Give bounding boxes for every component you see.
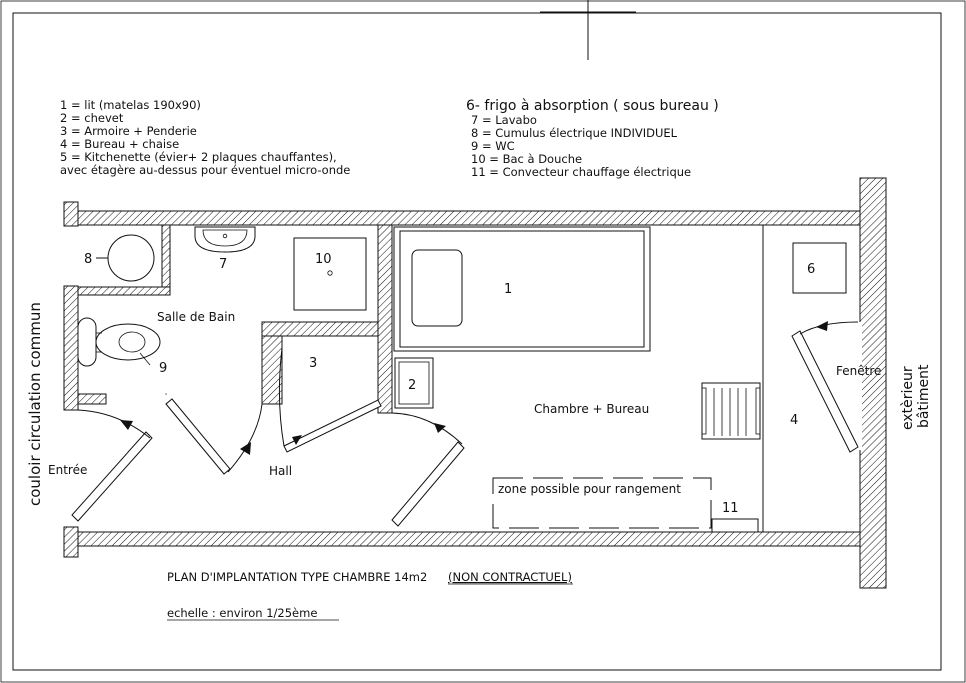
marker-11: 11: [722, 501, 739, 516]
shower-drain: [327, 270, 333, 276]
room-label-hall: Hall: [269, 464, 292, 478]
legend-left: 1 = lit (matelas 190x90) 2 = chevet 3 = …: [60, 98, 350, 177]
wardrobe-door-arrow: [292, 435, 302, 445]
entrance-door-arrow: [120, 420, 133, 430]
wall-bath-cumulus: [161, 224, 171, 288]
washbasin-drain: [222, 233, 228, 239]
corridor-label: couloir circulation commun: [26, 302, 44, 506]
room-label-bedroom: Chambre + Bureau: [534, 402, 649, 416]
wall-bath-bottom: [77, 393, 107, 405]
building-label: bâtiment: [916, 364, 932, 428]
legend-item: 4 = Bureau + chaise: [60, 137, 179, 151]
legend-item: 5 = Kitchenette (évier+ 2 plaques chauff…: [60, 150, 337, 164]
marker-3: 3: [309, 356, 317, 371]
legend-item: 2 = chevet: [60, 111, 124, 125]
toilet-bowl: [95, 323, 161, 361]
washbasin: [194, 226, 256, 253]
storage-zone: [492, 477, 712, 529]
window-arrow: [816, 321, 828, 331]
bath-door-swing: [227, 403, 263, 473]
wall-divider: [377, 224, 393, 414]
marker-1: 1: [504, 282, 512, 297]
wall-hall-top: [261, 321, 381, 337]
room-door-leaf: [391, 441, 465, 527]
window-opening: [858, 322, 862, 450]
bedside-table: [394, 357, 434, 409]
room-door-arrow: [434, 423, 446, 433]
marker-9: 9: [159, 361, 167, 376]
wall-exterior-right: [859, 177, 887, 589]
legend-item: 10 = Bac à Douche: [471, 152, 582, 166]
exterior-label: extèrieur: [900, 366, 916, 430]
entrance-door-swing: [77, 409, 151, 439]
plan-note: (NON CONTRACTUEL): [448, 570, 572, 584]
drawing-frame-inner: [12, 12, 942, 671]
legend-item: 3 = Armoire + Penderie: [60, 124, 197, 138]
window-swing: [799, 321, 859, 335]
marker-2: 2: [408, 378, 416, 393]
bed-frame: [393, 226, 651, 352]
marker-7: 7: [219, 257, 227, 272]
chair-back: [701, 387, 707, 435]
cumulus: [107, 234, 155, 282]
bedside-table-inner: [398, 361, 430, 405]
legend-item: 7 = Lavabo: [471, 113, 537, 127]
bath-door-leaf: [165, 398, 231, 475]
marker-6: 6: [807, 262, 815, 277]
toilet-leader: [139, 352, 151, 366]
marker-4: 4: [790, 413, 798, 428]
bed-mattress: [399, 230, 645, 348]
legend-item: 8 = Cumulus électrique INDIVIDUEL: [471, 126, 678, 140]
room-label-bathroom: Salle de Bain: [157, 310, 235, 324]
wardrobe-door-swing: [278, 347, 285, 447]
legend-item: 6- frigo à absorption ( sous bureau ): [466, 98, 719, 114]
washbasin-bowl: [202, 229, 248, 247]
chair-frame: [701, 382, 761, 440]
wall-top: [63, 210, 861, 226]
wall-left-upper: [63, 201, 79, 227]
room-door-swing: [391, 412, 463, 445]
entrance-door-leaf: [71, 431, 153, 522]
plan-scale: echelle : environ 1/25ème: [167, 606, 317, 620]
wall-bottom: [63, 531, 861, 547]
legend-right: 6- frigo à absorption ( sous bureau ) 7 …: [466, 98, 719, 179]
legend-item: 9 = WC: [471, 139, 515, 153]
wall-left-mid: [63, 285, 79, 411]
storage-zone-label: zone possible pour rangement: [498, 482, 681, 496]
wall-left-lower: [63, 526, 79, 558]
bath-door-arrow: [240, 442, 251, 455]
convector: [711, 518, 759, 533]
window-sash: [791, 330, 859, 453]
shower-tray: [293, 237, 367, 311]
marker-10: 10: [315, 252, 332, 267]
toilet-seat: [118, 331, 146, 353]
plan-title: PLAN D'IMPLANTATION TYPE CHAMBRE 14m2: [167, 570, 427, 584]
bed-pillow: [411, 249, 463, 327]
marker-8: 8: [84, 252, 92, 267]
room-label-entrance: Entrée: [48, 463, 87, 477]
chair-back: [755, 387, 761, 435]
legend-item: 11 = Convecteur chauffage électrique: [471, 165, 691, 179]
wardrobe-door-leaf: [283, 399, 382, 453]
window-label: Fenêtre: [836, 364, 881, 378]
wall-bath-top-shelf: [77, 286, 171, 296]
fridge: [792, 242, 847, 294]
legend-item: 1 = lit (matelas 190x90): [60, 98, 201, 112]
legend-item: avec étagère au-dessus pour éventuel mic…: [60, 163, 350, 177]
toilet-tank: [77, 317, 97, 367]
